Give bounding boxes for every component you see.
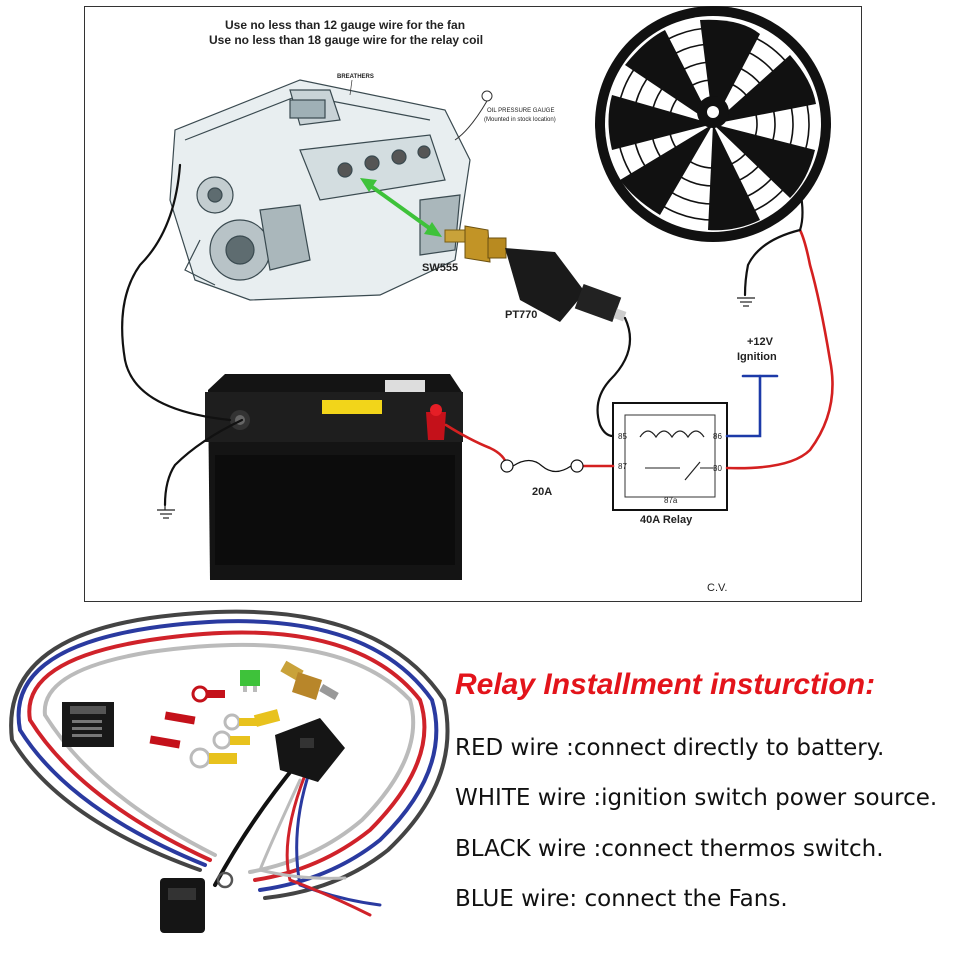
instruction-line-red: RED wire :connect directly to battery.	[455, 735, 885, 761]
sensor-to-relay-wire	[596, 316, 632, 438]
thermo-switch-photo	[280, 660, 339, 700]
ground-symbol	[157, 505, 175, 519]
sw555-temp-sensor	[444, 225, 507, 263]
blade-fuse-photo	[240, 670, 260, 692]
terminals-photo	[149, 685, 281, 769]
relay-photo	[62, 702, 114, 747]
relay-pin-87: 87	[618, 462, 627, 471]
fan-ground-wire	[743, 228, 802, 297]
fuse-holder-photo	[160, 878, 205, 933]
cooling-fan	[595, 6, 831, 242]
oil-gauge-label: OIL PRESSURE GAUGE	[487, 108, 555, 114]
fuse	[500, 459, 584, 473]
ignition-label: +12V	[747, 336, 773, 348]
pt770-connector	[505, 248, 627, 323]
instruction-line-black: BLACK wire :connect thermos switch.	[455, 836, 884, 862]
wire-gauge-note: Use no less than 18 gauge wire for the r…	[209, 33, 484, 47]
connector-label: PT770	[505, 309, 538, 321]
engine-ground-wire	[121, 163, 232, 422]
fuse-label: 20A	[532, 486, 553, 498]
oil-gauge-sublabel: (Mounted in stock location)	[484, 117, 556, 123]
engine-illustration	[169, 79, 471, 301]
ground-symbol	[737, 297, 755, 307]
relay-socket-photo	[275, 718, 345, 782]
oil-pressure-gauge-icon	[454, 90, 493, 141]
battery-ground-wire	[163, 418, 244, 507]
ignition-wire	[725, 374, 762, 438]
relay-to-fan-wire	[725, 228, 834, 470]
harness-kit-photo	[9, 609, 450, 917]
battery	[205, 374, 463, 580]
wire-gauge-note: Use no less than 12 gauge wire for the f…	[225, 18, 466, 32]
instructions-title: Relay Installment insturction:	[455, 668, 876, 701]
relay-pin-85: 85	[618, 432, 627, 441]
signature: C.V.	[707, 582, 728, 594]
instruction-line-white: WHITE wire :ignition switch power source…	[455, 785, 938, 811]
relay-label: 40A Relay	[640, 514, 693, 526]
relay-box	[612, 402, 728, 511]
fan-lead	[798, 188, 804, 232]
relay-pin-86: 86	[713, 432, 722, 441]
sensor-location-arrow	[360, 178, 442, 237]
ignition-label: Ignition	[737, 351, 777, 363]
instruction-line-blue: BLUE wire: connect the Fans.	[455, 886, 788, 912]
sensor-label: SW555	[422, 262, 459, 274]
relay-pin-87a: 87a	[664, 496, 678, 505]
relay-pin-30: 30	[713, 464, 722, 473]
breathers-label: BREATHERS	[337, 74, 374, 80]
